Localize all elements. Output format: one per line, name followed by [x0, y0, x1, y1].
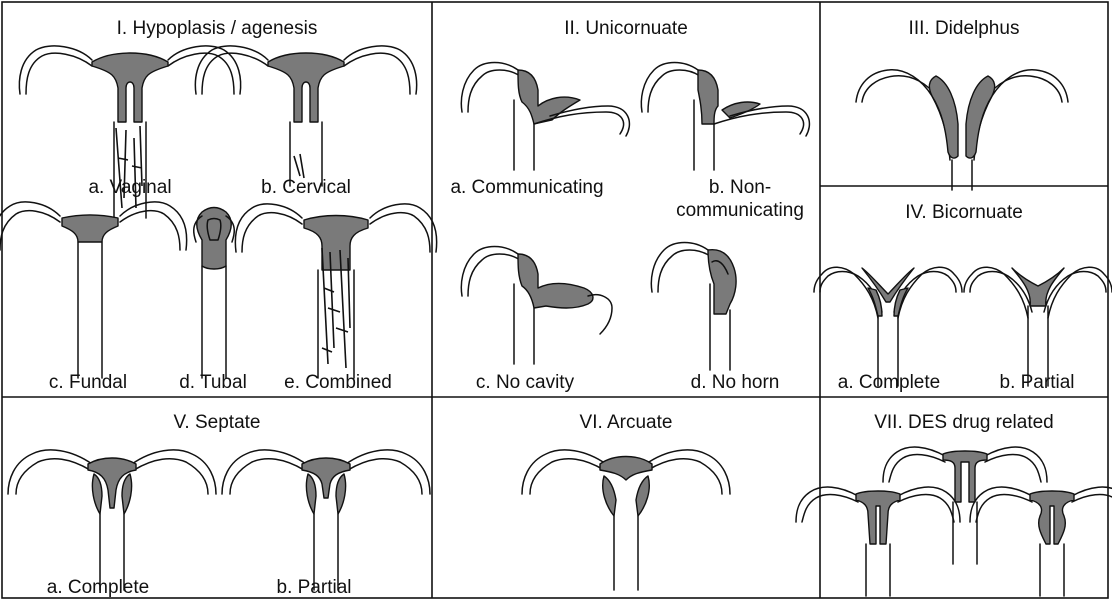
label-communicating: a. Communicating [450, 177, 603, 198]
panel-title: VII. DES drug related [874, 412, 1054, 433]
label-noncommunicating-1: b. Non- [709, 177, 771, 198]
uterus-fundal [0, 202, 187, 378]
panel-title: II. Unicornuate [564, 18, 688, 39]
panel-septate: V. Septate a. Complete b. Partial [8, 412, 430, 598]
uterus-des-right [970, 487, 1112, 596]
uterus-tubal [194, 208, 235, 379]
label-vaginal: a. Vaginal [88, 177, 171, 198]
panel-title: I. Hypoplasis / agenesis [117, 18, 318, 39]
label-combined: e. Combined [284, 372, 392, 393]
panel-des-drug-related: VII. DES drug related [796, 412, 1112, 596]
uterus-arcuate [522, 450, 730, 590]
panel-hypoplasia-agenesis: I. Hypoplasis / agenesis a. Vaginal b. C… [0, 18, 437, 393]
uterus-unicornuate-communicating [461, 63, 629, 171]
label-bicornuate-partial: b. Partial [1000, 372, 1075, 393]
label-fundal: c. Fundal [49, 372, 127, 393]
uterus-bicornuate-partial [964, 267, 1112, 386]
panel-unicornuate: II. Unicornuate a. Communicating b. Non-… [450, 18, 809, 393]
uterus-septate-complete [8, 450, 216, 590]
panel-title: III. Didelphus [909, 18, 1020, 39]
label-noncommunicating-2: communicating [676, 200, 804, 221]
uterus-unicornuate-no-cavity [461, 247, 612, 365]
uterus-des-center [883, 447, 1047, 564]
panel-title: IV. Bicornuate [905, 202, 1023, 223]
panel-title: VI. Arcuate [580, 412, 673, 433]
panel-title: V. Septate [174, 412, 261, 433]
panel-didelphus: III. Didelphus [856, 18, 1068, 190]
label-septate-partial: b. Partial [277, 577, 352, 598]
uterus-combined [235, 204, 436, 378]
uterus-didelphus [856, 70, 1068, 190]
uterus-septate-partial [222, 450, 430, 590]
label-no-horn: d. No horn [691, 372, 780, 393]
panel-bicornuate: IV. Bicornuate a. Complete b. Partial [814, 202, 1112, 393]
uterus-unicornuate-noncommunicating [641, 63, 809, 171]
panel-arcuate: VI. Arcuate [522, 412, 730, 590]
label-cervical: b. Cervical [261, 177, 351, 198]
label-septate-complete: a. Complete [47, 577, 149, 598]
label-no-cavity: c. No cavity [476, 372, 575, 393]
uterus-bicornuate-complete [814, 267, 962, 386]
label-bicornuate-complete: a. Complete [838, 372, 940, 393]
uterus-unicornuate-no-horn [651, 243, 736, 371]
label-tubal: d. Tubal [179, 372, 247, 393]
